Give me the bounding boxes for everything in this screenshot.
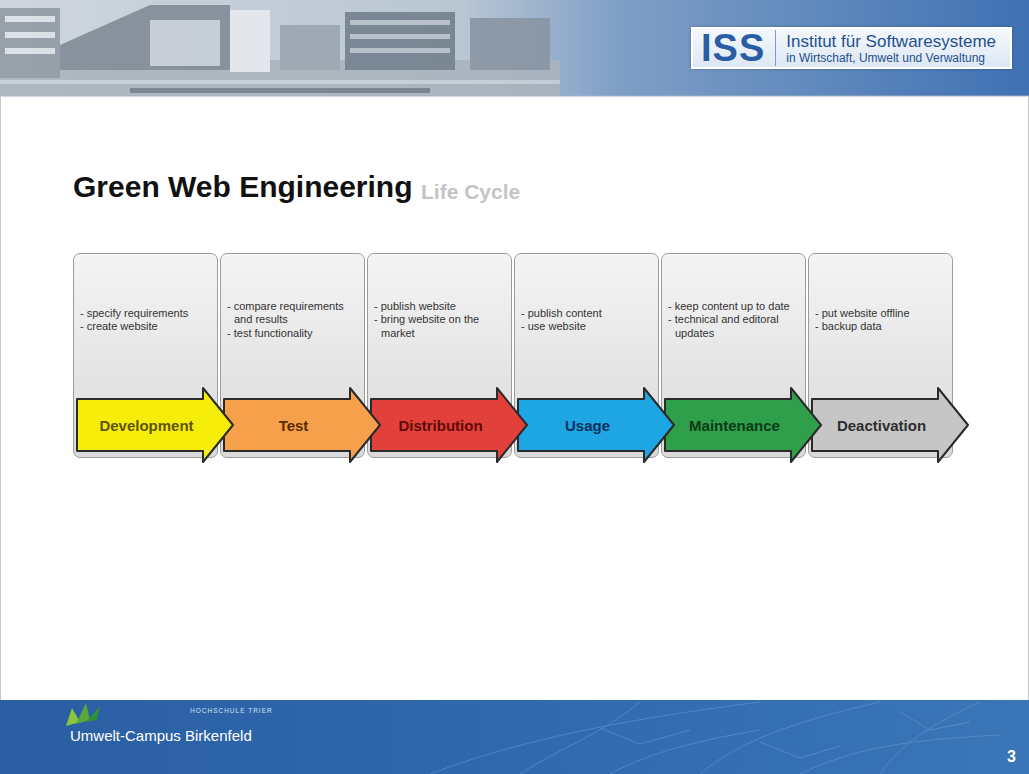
phase-panel: - compare requirements and results- test… <box>220 253 365 458</box>
footer-band <box>0 700 1029 774</box>
arrow-outline <box>812 388 968 462</box>
panel-text-area: - put website offline- backup data <box>815 260 946 380</box>
panel-text-area: - compare requirements and results- test… <box>227 260 358 380</box>
arrow-outline <box>371 388 527 462</box>
phase-arrow: Deactivation <box>811 387 970 463</box>
bullet-text: - publish website <box>374 300 505 313</box>
phase-panel: - publish content- use websiteUsage <box>514 253 659 458</box>
arrow-outline <box>77 388 233 462</box>
institute-logo-box: ISSInstitut für Softwaresystemein Wirtsc… <box>691 27 1012 69</box>
page-number: 3 <box>1007 748 1016 766</box>
arrow-outline <box>224 388 380 462</box>
logo-acronym: ISS <box>701 30 776 66</box>
bullet-text: - create website <box>80 320 211 333</box>
bullet-text: - bring website on the market <box>374 313 505 339</box>
phase-arrow: Maintenance <box>664 387 823 463</box>
campus-label: Umwelt-Campus Birkenfeld <box>70 727 252 744</box>
bullet-text: - specify requirements <box>80 307 211 320</box>
phase-panel: - keep content up to date- technical and… <box>661 253 806 458</box>
bullet-text: - test functionality <box>227 327 358 340</box>
panel-text-area: - specify requirements- create website <box>80 260 211 380</box>
campus-photo <box>0 5 560 96</box>
subtitle-label: Life Cycle <box>421 180 520 204</box>
arrow-outline <box>665 388 821 462</box>
phase-name: Deactivation <box>814 399 949 451</box>
phase-arrow: Test <box>223 387 382 463</box>
phase-name: Usage <box>520 399 655 451</box>
phase-arrow: Development <box>76 387 235 463</box>
bullet-text: - keep content up to date <box>668 300 799 313</box>
slide-title: Green Web Engineering <box>73 170 413 204</box>
bullet-text: - publish content <box>521 307 652 320</box>
phase-panel: - put website offline- backup dataDeacti… <box>808 253 953 458</box>
bullet-text: - use website <box>521 320 652 333</box>
phase-name: Development <box>79 399 214 451</box>
phase-panel: - publish website- bring website on the … <box>367 253 512 458</box>
panel-text-area: - publish content- use website <box>521 260 652 380</box>
panel-text-area: - publish website- bring website on the … <box>374 260 505 380</box>
bullet-text: - backup data <box>815 320 946 333</box>
phase-panel: - specify requirements- create websiteDe… <box>73 253 218 458</box>
institute-subtitle: in Wirtschaft, Umwelt und Verwaltung <box>786 51 996 65</box>
bullet-text: - compare requirements and results <box>227 300 358 326</box>
leaf-texture <box>430 702 1000 774</box>
phase-name: Distribution <box>373 399 508 451</box>
arrow-outline <box>518 388 674 462</box>
header-band <box>0 0 1029 96</box>
institute-name: Institut für Softwaresysteme <box>786 32 996 51</box>
campus-logo-leaves <box>66 703 100 726</box>
panel-text-area: - keep content up to date- technical and… <box>668 260 799 380</box>
phase-arrow: Usage <box>517 387 676 463</box>
bullet-text: - technical and editoral updates <box>668 313 799 339</box>
phase-name: Maintenance <box>667 399 802 451</box>
logo-text-group: Institut für Softwaresystemein Wirtschaf… <box>776 32 996 65</box>
bullet-text: - put website offline <box>815 307 946 320</box>
phase-name: Test <box>226 399 361 451</box>
phase-arrow: Distribution <box>370 387 529 463</box>
university-label: HOCHSCHULE TRIER <box>190 707 273 714</box>
